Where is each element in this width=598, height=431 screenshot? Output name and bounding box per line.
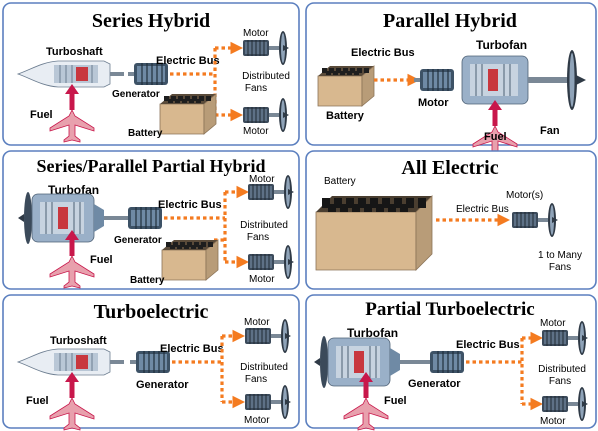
battery-icon [159, 93, 217, 135]
generator-block [423, 350, 465, 374]
electric-bus-label: Electric Bus [351, 47, 415, 59]
turbofan-engine [461, 50, 586, 110]
battery-label: Battery [128, 128, 163, 139]
fans-label: Fans [245, 374, 267, 385]
fan-label: Fan [540, 125, 560, 137]
battery-label: Battery [324, 176, 356, 187]
turbofan-label: Turbofan [347, 326, 398, 340]
panel-title: Series/Parallel Partial Hybrid [37, 156, 266, 176]
motor-label: Motor [418, 97, 449, 109]
fuel-label: Fuel [384, 395, 407, 407]
distributed-label: Distributed [538, 364, 586, 375]
turboshaft-label: Turboshaft [46, 46, 103, 58]
battery-label: Battery [326, 110, 365, 122]
battery-label: Battery [130, 275, 165, 286]
panel-title: Turboelectric [94, 301, 209, 323]
generator-label: Generator [408, 378, 461, 390]
motor-top-label: Motor [249, 174, 275, 185]
generator-label: Generator [136, 379, 189, 391]
electric-bus-label: Electric Bus [156, 55, 220, 67]
many-fans-line2: Fans [549, 262, 571, 273]
battery-icon [317, 65, 375, 107]
panel-turboelectric: Turboelectric Turboshaft Generator Fuel … [2, 294, 300, 431]
bus-lines [466, 331, 544, 411]
motors-label: Motor(s) [506, 190, 543, 201]
generator-block [121, 206, 163, 230]
motor-bottom-label: Motor [249, 274, 275, 285]
motor-bottom-label: Motor [244, 415, 270, 426]
motor-bottom-label: Motor [243, 126, 269, 137]
electric-bus-label: Electric Bus [456, 339, 520, 351]
turbofan-label: Turbofan [48, 183, 99, 197]
panel-title: Series Hybrid [92, 10, 210, 32]
turboshaft-label: Turboshaft [50, 335, 107, 347]
generator-label: Generator [114, 235, 162, 246]
motor-block [413, 68, 455, 92]
fans-label: Fans [549, 376, 571, 387]
battery-icon [315, 195, 433, 271]
fuel-label: Fuel [30, 109, 53, 121]
generator-label: Generator [112, 89, 160, 100]
motor-top-label: Motor [540, 318, 566, 329]
turbofan-label: Turbofan [476, 38, 527, 52]
many-fans-line1: 1 to Many [538, 250, 582, 261]
electric-bus-label: Electric Bus [160, 343, 224, 355]
fans-label: Fans [247, 232, 269, 243]
panel-title: All Electric [401, 157, 498, 179]
motor-bottom-label: Motor [540, 416, 566, 427]
distributed-label: Distributed [240, 220, 288, 231]
fuel-label: Fuel [484, 131, 507, 143]
battery-icon [161, 239, 219, 281]
distributed-label: Distributed [242, 71, 290, 82]
fuel-label: Fuel [26, 395, 49, 407]
panel-series-hybrid: Series Hybrid Turboshaft Generator Fuel … [2, 2, 300, 146]
panel-series-parallel: Series/Parallel Partial Hybrid Turbofan … [2, 150, 300, 290]
fans-label: Fans [245, 83, 267, 94]
panel-all-electric: All Electric Battery Electric Bus Motor( [305, 150, 597, 290]
motor-top-label: Motor [244, 317, 270, 328]
panel-title: Partial Turboelectric [365, 299, 534, 320]
panel-partial-turboelectric: Partial Turboelectric Turbofan Generator… [305, 294, 597, 431]
electric-bus-label: Electric Bus [158, 199, 222, 211]
motor-top-label: Motor [243, 28, 269, 39]
panel-parallel-hybrid: Parallel Hybrid Electric Bus Battery Mot… [305, 2, 597, 159]
fuel-label: Fuel [90, 254, 113, 266]
panel-title: Parallel Hybrid [383, 10, 517, 32]
shaft [104, 216, 122, 220]
bus-lines [172, 329, 246, 409]
electric-bus-label: Electric Bus [456, 204, 509, 215]
shaft [400, 360, 424, 364]
distributed-label: Distributed [240, 362, 288, 373]
